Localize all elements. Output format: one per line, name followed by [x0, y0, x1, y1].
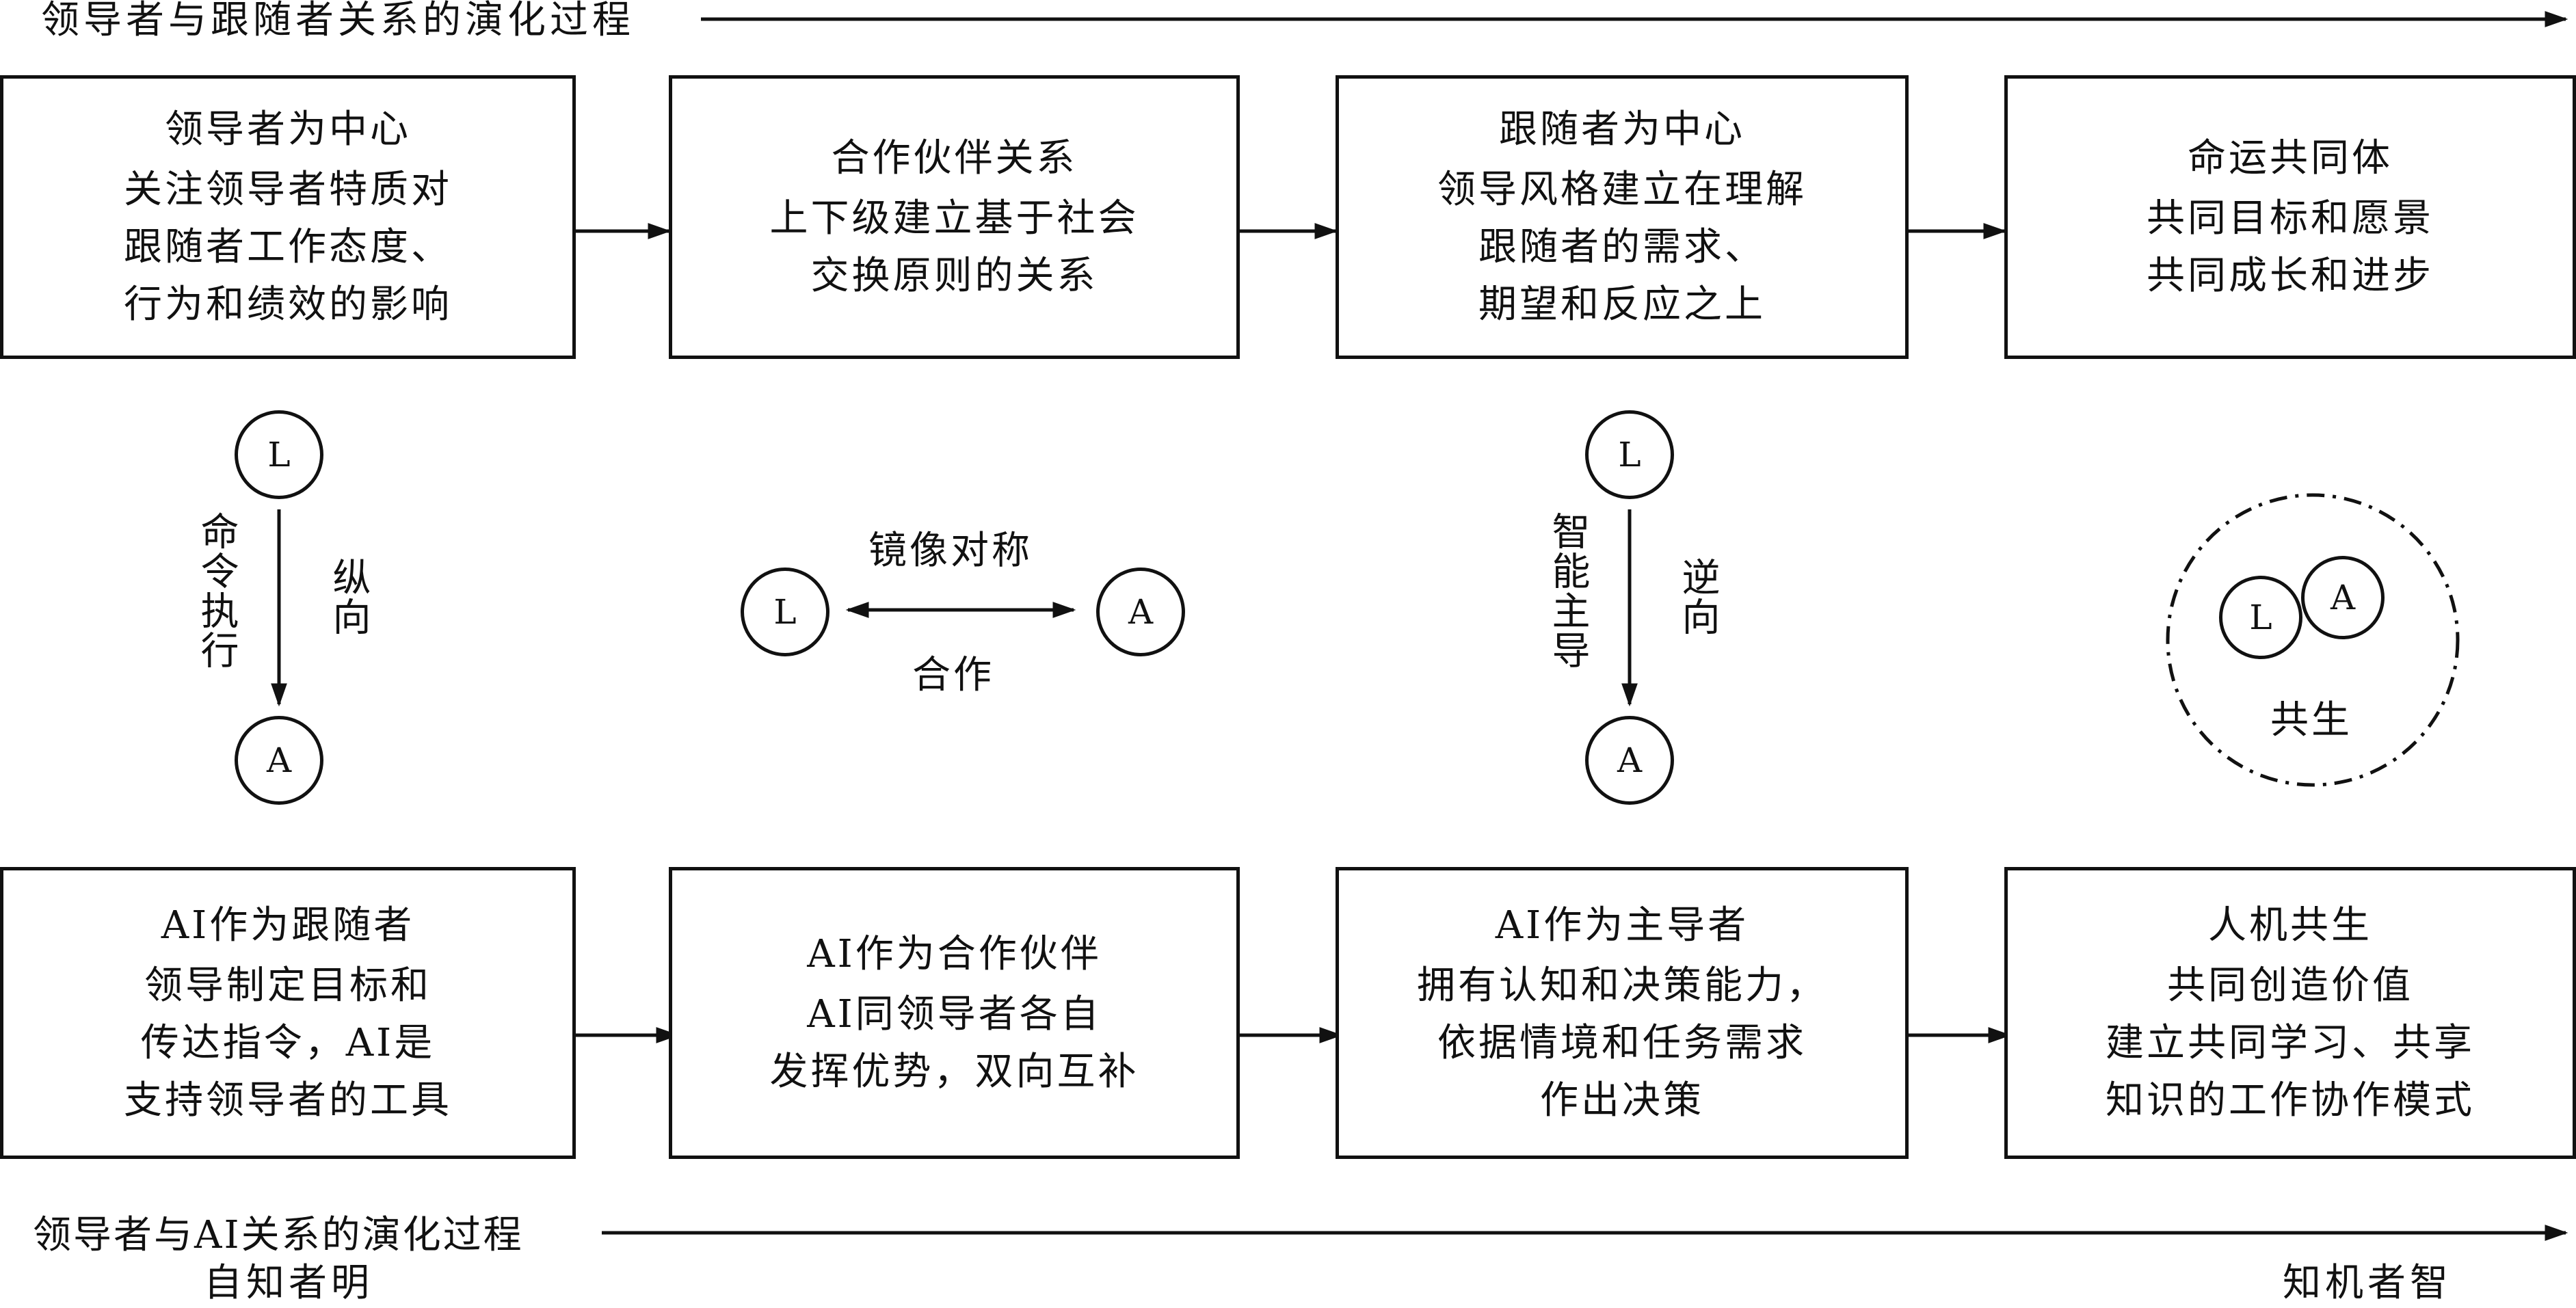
box-line: 跟随者工作态度、: [124, 224, 452, 269]
box-title: 合作伙伴关系: [831, 135, 1078, 181]
top-box-2: 合作伙伴关系 上下级建立基于社会 交换原则的关系: [669, 75, 1240, 359]
box-title: 领导者为中心: [165, 107, 411, 152]
bottom-left-caption: 自知者明: [204, 1261, 373, 1305]
box-line: 拥有认知和决策能力，: [1417, 963, 1827, 1008]
relation-4-ai-node: A: [2301, 556, 2385, 639]
box-line: 行为和绩效的影响: [124, 282, 452, 327]
symbiosis-boundary: [2166, 493, 2460, 787]
box-line: 知识的工作协作模式: [2106, 1078, 2475, 1123]
top-axis-label: 领导者与跟随者关系的演化过程: [41, 0, 635, 42]
box-line: 期望和反应之上: [1478, 282, 1766, 327]
relation-1-left-label: 命令执行: [194, 511, 239, 670]
bottom-axis-label: 领导者与AI关系的演化过程: [33, 1213, 524, 1257]
relation-3-right-label: 逆向: [1675, 557, 1720, 637]
relation-3-leader-node: L: [1585, 410, 1674, 499]
bottom-right-caption: 知机者智: [2283, 1261, 2452, 1305]
top-box-3: 跟随者为中心 领导风格建立在理解 跟随者的需求、 期望和反应之上: [1336, 75, 1909, 359]
box-line: 交换原则的关系: [810, 253, 1098, 298]
box-line: 领导制定目标和: [144, 963, 431, 1008]
top-box-4: 命运共同体 共同目标和愿景 共同成长和进步: [2004, 75, 2576, 359]
box-title: 跟随者为中心: [1499, 107, 1745, 152]
box-line: 上下级建立基于社会: [769, 196, 1139, 241]
box-line: AI同领导者各自: [807, 991, 1102, 1037]
box-line: 共同成长和进步: [2147, 253, 2434, 298]
box-line: 传达指令，AI是: [140, 1020, 436, 1065]
box-line: 发挥优势，双向互补: [769, 1049, 1139, 1094]
bottom-box-1: AI作为跟随者 领导制定目标和 传达指令，AI是 支持领导者的工具: [0, 867, 576, 1159]
relation-2-top-label: 镜像对称: [868, 529, 1033, 573]
box-line: 跟随者的需求、: [1478, 224, 1766, 269]
box-line: 共同目标和愿景: [2147, 196, 2434, 241]
relation-2-leader-node: L: [741, 568, 829, 656]
relation-4-caption: 共生: [2270, 698, 2352, 743]
relation-1-leader-node: L: [235, 410, 323, 499]
box-title: AI作为跟随者: [161, 903, 415, 948]
bottom-box-4: 人机共生 共同创造价值 建立共同学习、共享 知识的工作协作模式: [2004, 867, 2576, 1159]
box-title: 命运共同体: [2188, 135, 2393, 181]
box-line: 作出决策: [1540, 1078, 1704, 1123]
relation-2-ai-node: A: [1096, 568, 1185, 656]
box-line: 共同创造价值: [2167, 963, 2413, 1008]
bottom-box-2: AI作为合作伙伴 AI同领导者各自 发挥优势，双向互补: [669, 867, 1240, 1159]
relation-4-leader-node: L: [2219, 576, 2302, 659]
box-title: AI作为主导者: [1495, 903, 1749, 948]
box-line: 关注领导者特质对: [124, 167, 452, 212]
bottom-box-3: AI作为主导者 拥有认知和决策能力， 依据情境和任务需求 作出决策: [1336, 867, 1909, 1159]
relation-2-bottom-label: 合作: [912, 653, 994, 697]
relation-1-ai-node: A: [235, 716, 323, 805]
box-line: 领导风格建立在理解: [1437, 167, 1807, 212]
box-title: 人机共生: [2208, 903, 2372, 948]
box-line: 支持领导者的工具: [124, 1078, 452, 1123]
relation-3-ai-node: A: [1585, 716, 1674, 805]
top-box-1: 领导者为中心 关注领导者特质对 跟随者工作态度、 行为和绩效的影响: [0, 75, 576, 359]
box-line: 依据情境和任务需求: [1437, 1020, 1807, 1065]
box-title: AI作为合作伙伴: [807, 931, 1102, 976]
relation-3-left-label: 智能主导: [1545, 511, 1590, 670]
relation-1-right-label: 纵向: [326, 557, 371, 637]
box-line: 建立共同学习、共享: [2106, 1020, 2475, 1065]
